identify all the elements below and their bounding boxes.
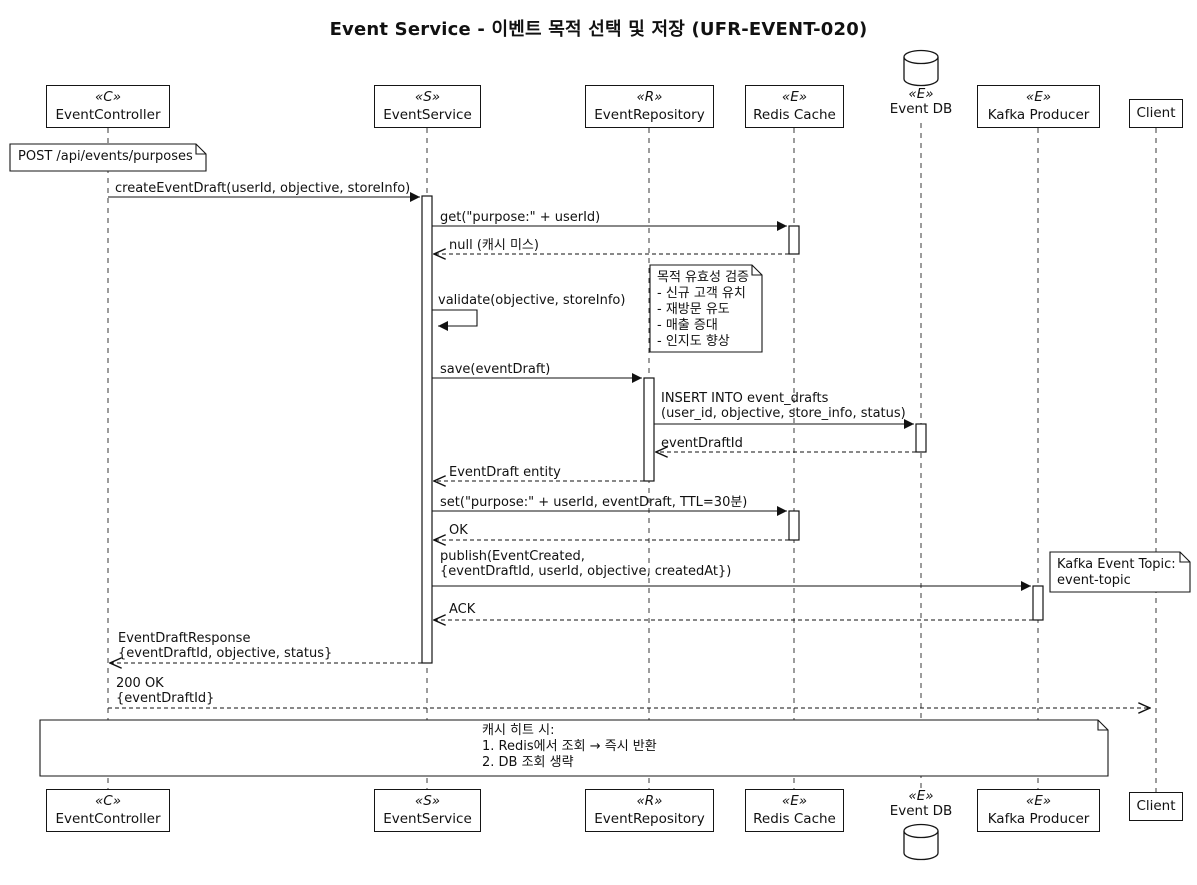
note-validation: 목적 유효성 검증 - 신규 고객 유치 - 재방문 유도 - 매출 증대 - … <box>657 270 749 349</box>
message-draft-id-label: eventDraftId <box>661 436 743 451</box>
participant-eventdb-bottom: «E» Event DB <box>876 789 966 819</box>
lifelines <box>107 123 1157 792</box>
participant-name: EventService <box>383 810 472 827</box>
participant-eventcontroller-bottom: «C» EventController <box>46 789 170 832</box>
participant-eventrepository-top: «R» EventRepository <box>585 85 714 128</box>
stereotype-label: «E» <box>1025 88 1052 105</box>
participant-name: Event DB <box>889 803 953 819</box>
participant-kafka-producer-bottom: «E» Kafka Producer <box>977 789 1100 832</box>
stereotype-label: «E» <box>781 792 808 809</box>
participant-redis-cache-top: «E» Redis Cache <box>745 85 844 128</box>
message-ok-label: OK <box>449 523 468 538</box>
stereotype-label: «C» <box>94 792 122 809</box>
message-ack-label: ACK <box>449 602 476 617</box>
database-icon-bottom <box>903 823 939 861</box>
participant-name: Redis Cache <box>753 106 836 123</box>
note-cache-hit-shape <box>39 719 1109 777</box>
participant-kafka-producer-top: «E» Kafka Producer <box>977 85 1100 128</box>
message-response-label: EventDraftResponse {eventDraftId, object… <box>118 631 333 661</box>
note-kafka-topic: Kafka Event Topic: event-topic <box>1057 557 1176 588</box>
stereotype-label: «E» <box>908 86 934 102</box>
participant-eventservice-bottom: «S» EventService <box>374 789 481 832</box>
participant-name: EventRepository <box>594 106 705 123</box>
participant-name: EventRepository <box>594 810 705 827</box>
participant-name: Client <box>1136 104 1176 121</box>
note-cache-hit: 캐시 히트 시: 1. Redis에서 조회 → 즉시 반환 2. DB 조회 … <box>482 723 657 770</box>
stereotype-label: «R» <box>636 792 663 809</box>
participant-name: Kafka Producer <box>987 810 1090 827</box>
stereotype-label: «R» <box>636 88 663 105</box>
activation-bars <box>421 195 1044 664</box>
note-shapes <box>9 143 1191 777</box>
participant-eventservice-top: «S» EventService <box>374 85 481 128</box>
stereotype-label: «E» <box>781 88 808 105</box>
participant-eventdb-top: «E» Event DB <box>876 87 966 117</box>
stereotype-label: «S» <box>414 792 441 809</box>
message-cache-miss-label: null (캐시 미스) <box>449 238 539 253</box>
participant-name: Event DB <box>889 101 953 117</box>
participant-client-bottom: Client <box>1129 792 1183 821</box>
message-insert-label: INSERT INTO event_drafts (user_id, objec… <box>661 391 906 421</box>
message-http-200-label: 200 OK {eventDraftId} <box>116 676 215 706</box>
note-request-shape <box>9 143 207 172</box>
message-create-draft-label: createEventDraft(userId, objective, stor… <box>115 181 411 196</box>
note-request: POST /api/events/purposes <box>18 149 193 164</box>
diagram-title: Event Service - 이벤트 목적 선택 및 저장 (UFR-EVEN… <box>329 19 868 40</box>
participant-name: EventController <box>55 106 161 123</box>
message-save-label: save(eventDraft) <box>440 362 551 377</box>
participant-name: EventService <box>383 106 472 123</box>
message-validate-label: validate(objective, storeInfo) <box>438 293 626 308</box>
participant-name: Client <box>1136 797 1176 814</box>
stereotype-label: «S» <box>414 88 441 105</box>
participant-eventrepository-bottom: «R» EventRepository <box>585 789 714 832</box>
message-entity-label: EventDraft entity <box>449 465 561 480</box>
stereotype-label: «C» <box>94 88 122 105</box>
database-icon-top <box>903 49 939 87</box>
participant-eventcontroller-top: «C» EventController <box>46 85 170 128</box>
note-validation-shape <box>649 264 763 353</box>
participant-client-top: Client <box>1129 99 1183 128</box>
stereotype-label: «E» <box>1025 792 1052 809</box>
participant-name: Kafka Producer <box>987 106 1090 123</box>
participant-name: Redis Cache <box>753 810 836 827</box>
participant-name: EventController <box>55 810 161 827</box>
arrow-validate-self <box>432 309 478 331</box>
message-arrows <box>108 192 1150 708</box>
participant-redis-cache-bottom: «E» Redis Cache <box>745 789 844 832</box>
message-publish-label: publish(EventCreated, {eventDraftId, use… <box>440 549 732 579</box>
message-cache-set-label: set("purpose:" + userId, eventDraft, TTL… <box>440 495 748 510</box>
note-kafka-shape <box>1049 551 1191 593</box>
message-cache-get-label: get("purpose:" + userId) <box>440 210 601 225</box>
stereotype-label: «E» <box>908 788 934 804</box>
